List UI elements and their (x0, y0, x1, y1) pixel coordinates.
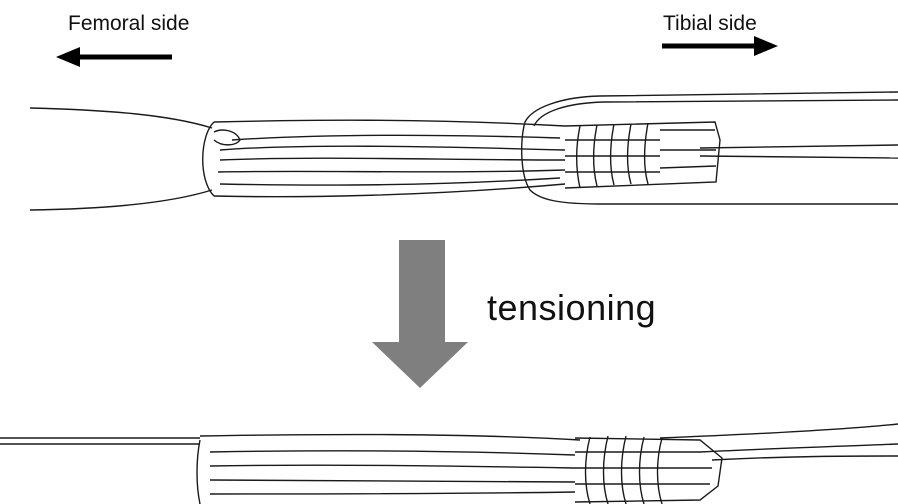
tibial-direction-arrow (662, 36, 778, 56)
femoral-direction-arrow (56, 47, 172, 67)
tibial-side-label: Tibial side (663, 12, 757, 36)
tensioning-label: tensioning (487, 287, 656, 329)
graft-before-tensioning (30, 92, 898, 210)
arrow-down-icon (372, 240, 468, 388)
graft-after-tensioning (0, 424, 898, 504)
femoral-side-label: Femoral side (68, 12, 189, 36)
